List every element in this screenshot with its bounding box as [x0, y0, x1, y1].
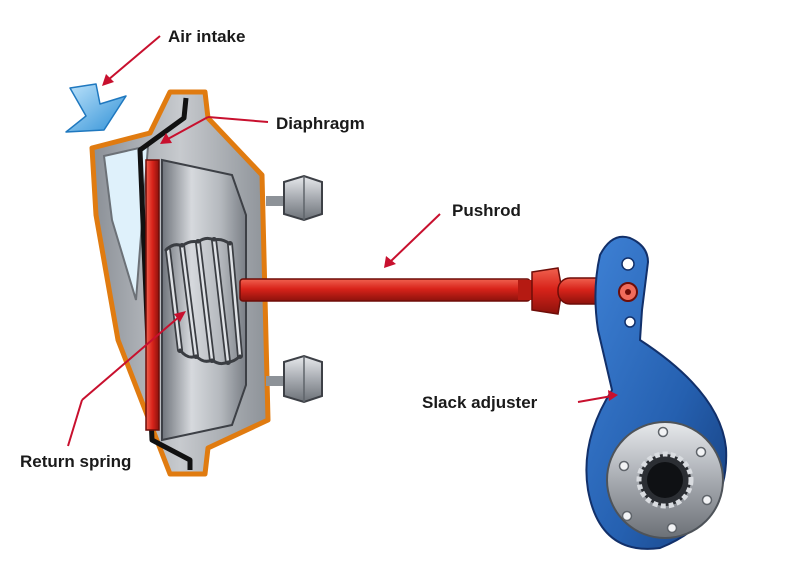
label-diaphragm: Diaphragm — [276, 114, 365, 133]
clevis-nut — [531, 267, 563, 315]
adjuster-hole — [624, 316, 636, 328]
adjuster-hole — [621, 257, 635, 271]
brake-chamber — [89, 89, 323, 477]
hex-bolt-icon — [283, 354, 323, 404]
label-slack-adjuster: Slack adjuster — [422, 393, 538, 412]
label-pushrod: Pushrod — [452, 201, 521, 220]
leader-pushrod — [384, 213, 441, 268]
lower-mounting-bolt — [266, 354, 323, 404]
label-return-spring: Return spring — [20, 452, 131, 471]
leader-slack-adjuster — [577, 390, 618, 403]
slack-adjuster — [585, 235, 728, 550]
clevis-pin-center — [625, 289, 631, 295]
pushrod — [239, 267, 641, 315]
hex-bolt-icon — [283, 174, 323, 222]
pressure-plate — [145, 159, 160, 431]
leader-lines — [67, 35, 618, 447]
pushrod-thread — [518, 280, 534, 300]
air-flow-arrow-icon — [65, 83, 127, 133]
pushrod-shaft — [239, 278, 531, 302]
return-spring — [164, 236, 243, 366]
leader-return-spring — [67, 311, 186, 447]
hub-rivets — [618, 426, 713, 534]
leader-diaphragm — [160, 116, 269, 144]
label-air-intake: Air intake — [168, 27, 245, 46]
air-pressure-cavity — [102, 144, 150, 301]
leader-air-intake — [102, 35, 161, 86]
upper-mounting-bolt — [266, 174, 323, 222]
